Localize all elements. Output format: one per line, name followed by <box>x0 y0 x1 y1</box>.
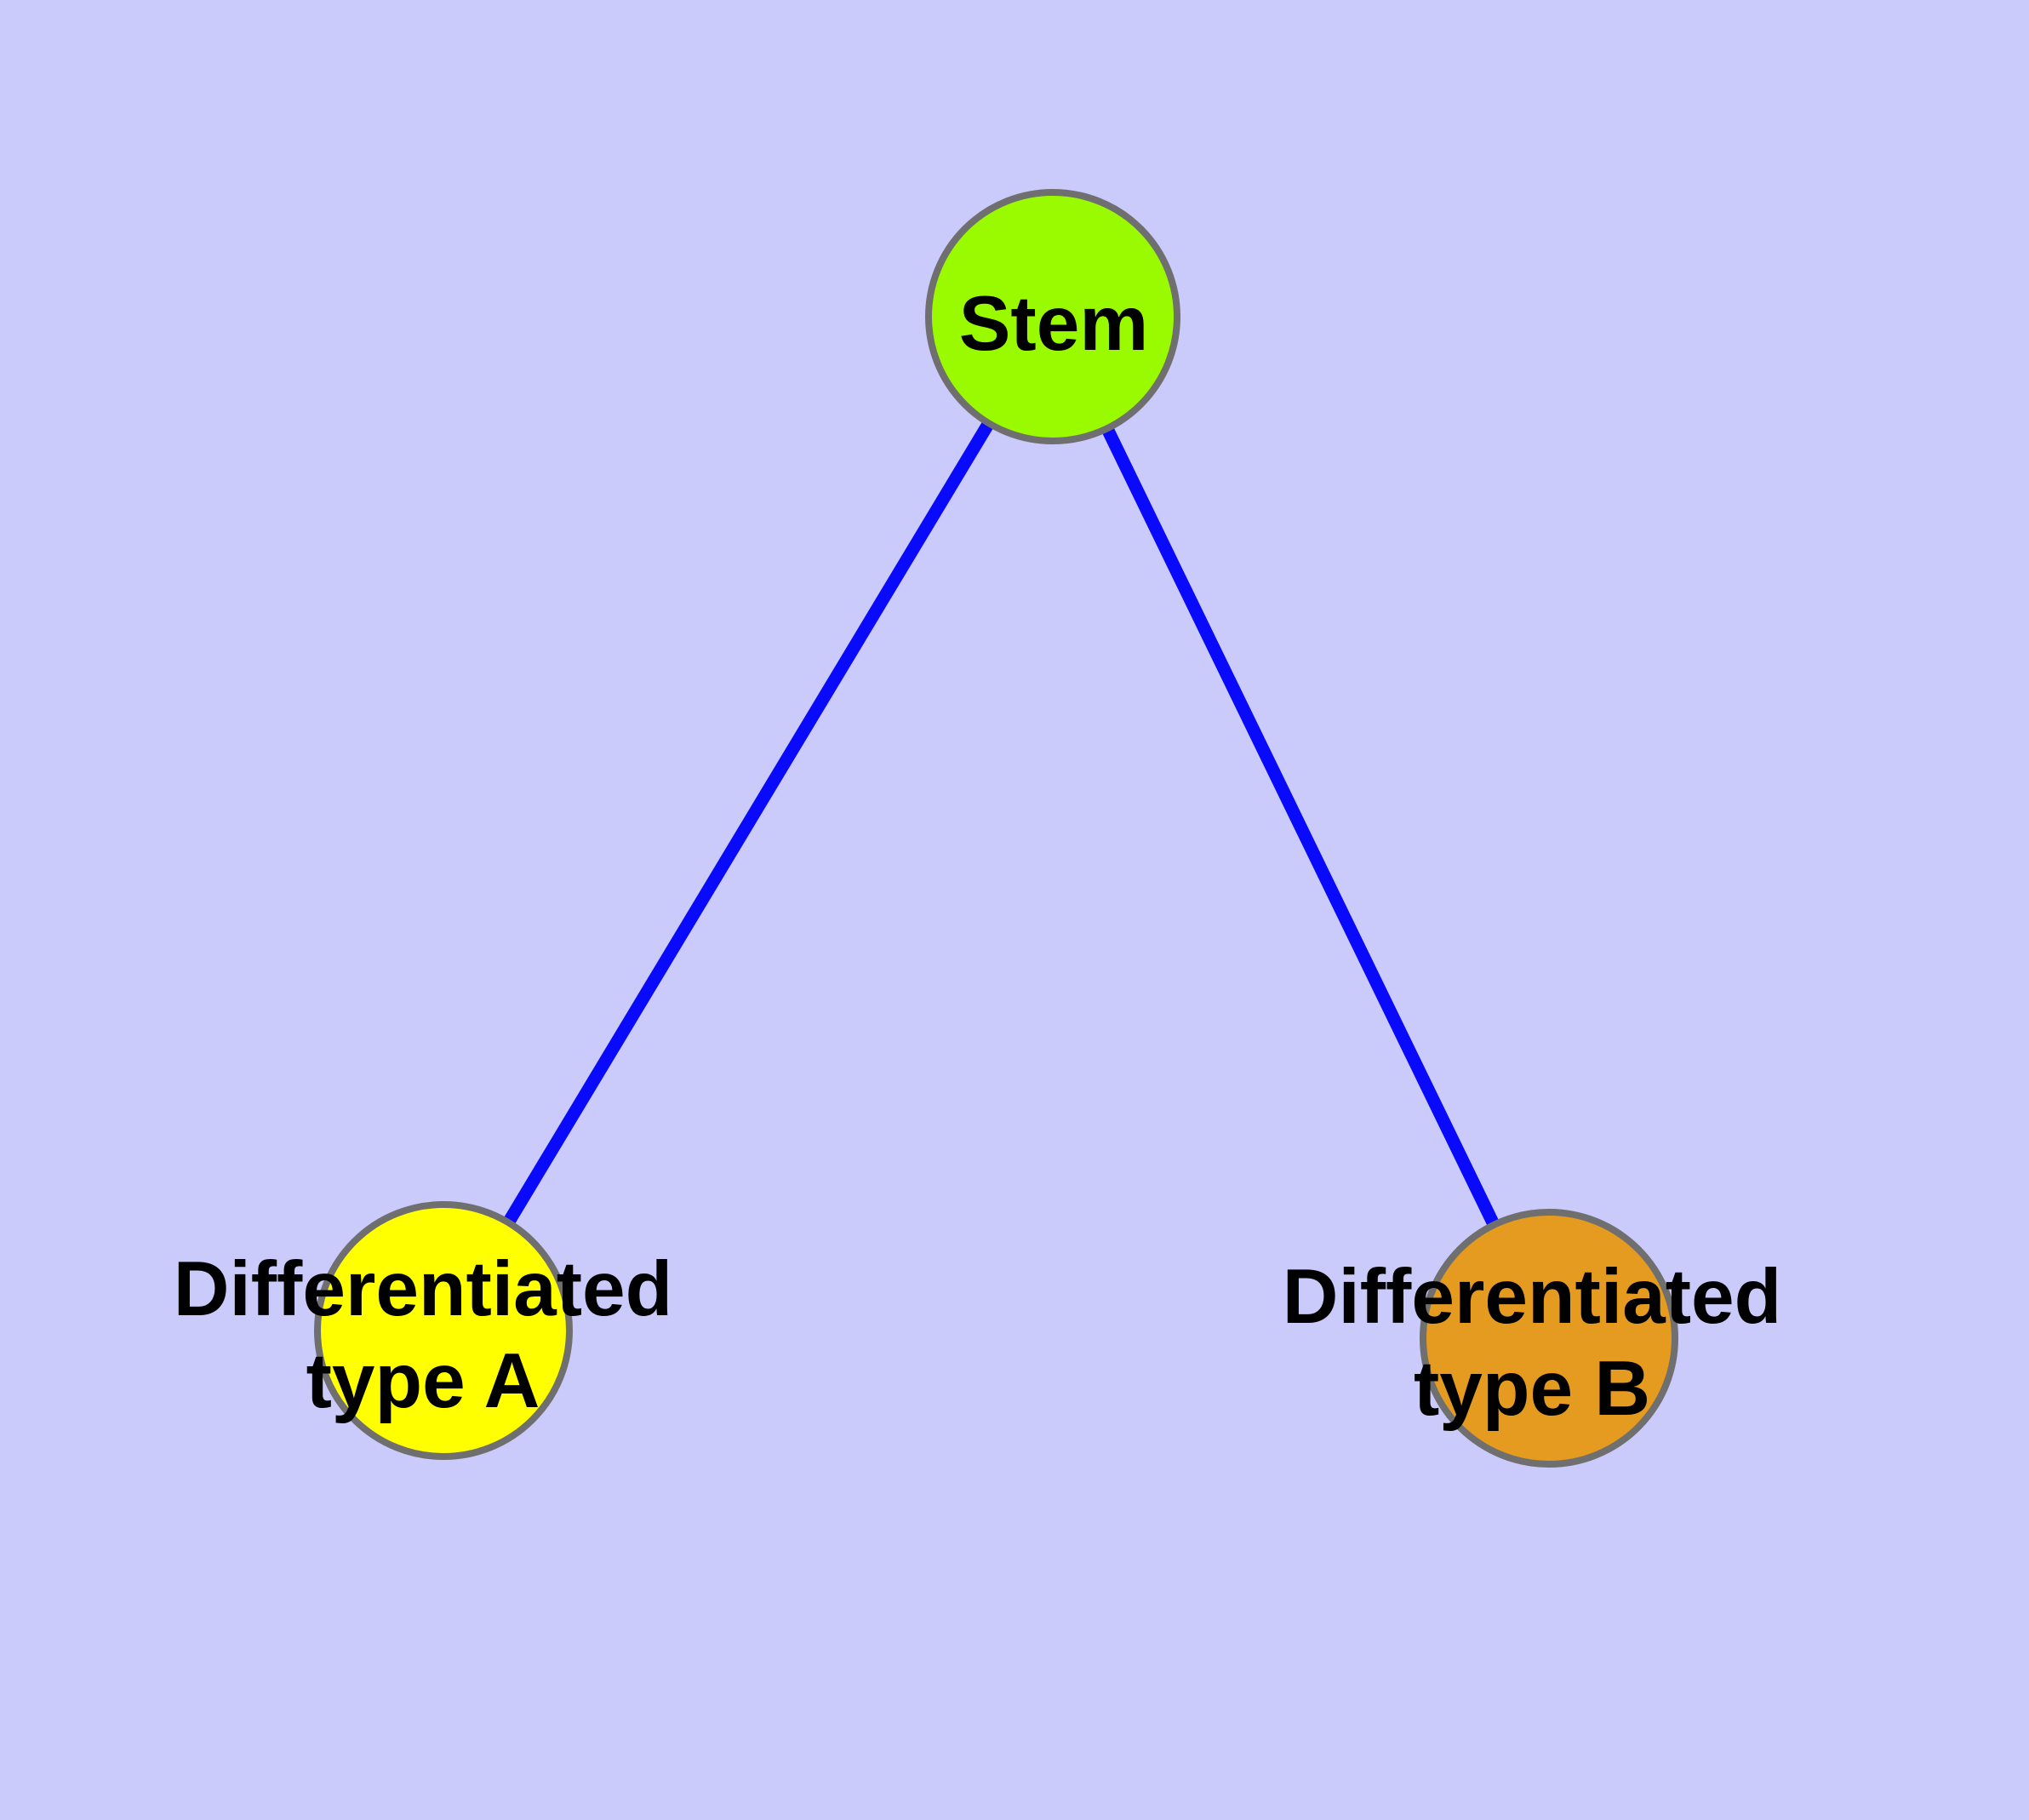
node-type-b-label: Differentiated type B <box>1283 1251 1782 1435</box>
node-type-a-circle <box>314 1201 573 1460</box>
node-type-b-label-line1: Differentiated <box>1282 1254 1782 1340</box>
node-stem-circle <box>925 189 1180 444</box>
node-type-a-label-line1: Differentiated <box>173 1246 673 1332</box>
node-type-b-label-line2: type B <box>1413 1346 1651 1432</box>
node-type-a-label-line2: type A <box>306 1338 540 1424</box>
edge-stem-to-type-b <box>1047 313 1555 1342</box>
edge-stem-to-type-a <box>437 313 1059 1334</box>
node-stem-label-text: Stem <box>958 281 1149 367</box>
node-stem-label: Stem <box>959 278 1149 370</box>
node-type-b-circle <box>1420 1209 1678 1468</box>
node-type-a-label: Differentiated type A <box>174 1244 673 1428</box>
